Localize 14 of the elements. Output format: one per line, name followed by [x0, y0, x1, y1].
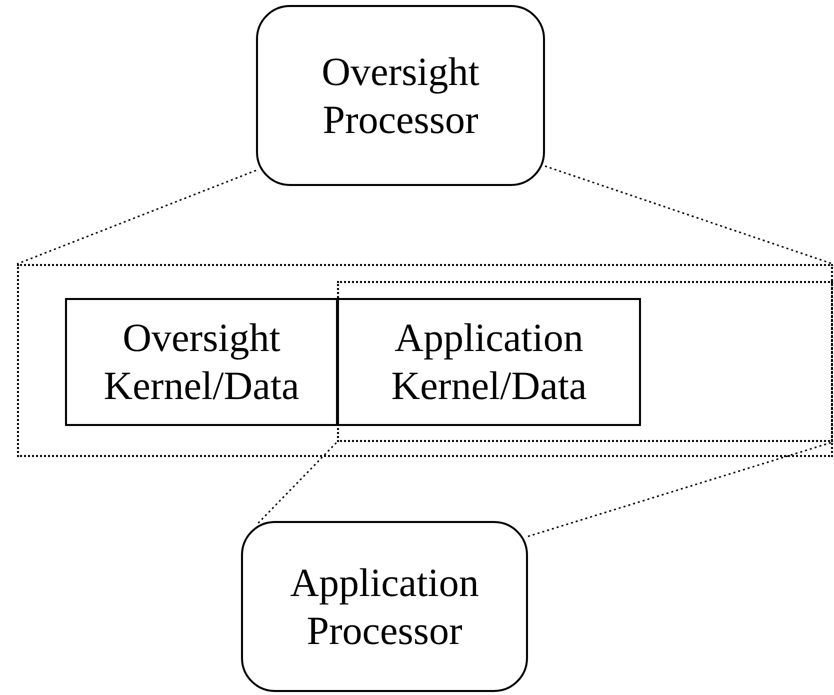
leader-line	[258, 441, 338, 524]
leader-line	[16, 170, 256, 265]
node-label: Oversight Kernel/Data	[102, 314, 300, 410]
processor-box	[241, 521, 528, 692]
region-outline	[337, 281, 833, 442]
region-outline	[17, 264, 833, 457]
leader-line	[544, 165, 834, 265]
memory-box	[337, 298, 641, 426]
memory-box	[65, 298, 338, 426]
node-label: Oversight Processor	[320, 48, 480, 144]
node-label: Application Kernel/Data	[390, 314, 588, 410]
leader-line	[528, 441, 834, 538]
node-label: Application Processor	[289, 558, 480, 654]
processor-box	[256, 5, 545, 186]
